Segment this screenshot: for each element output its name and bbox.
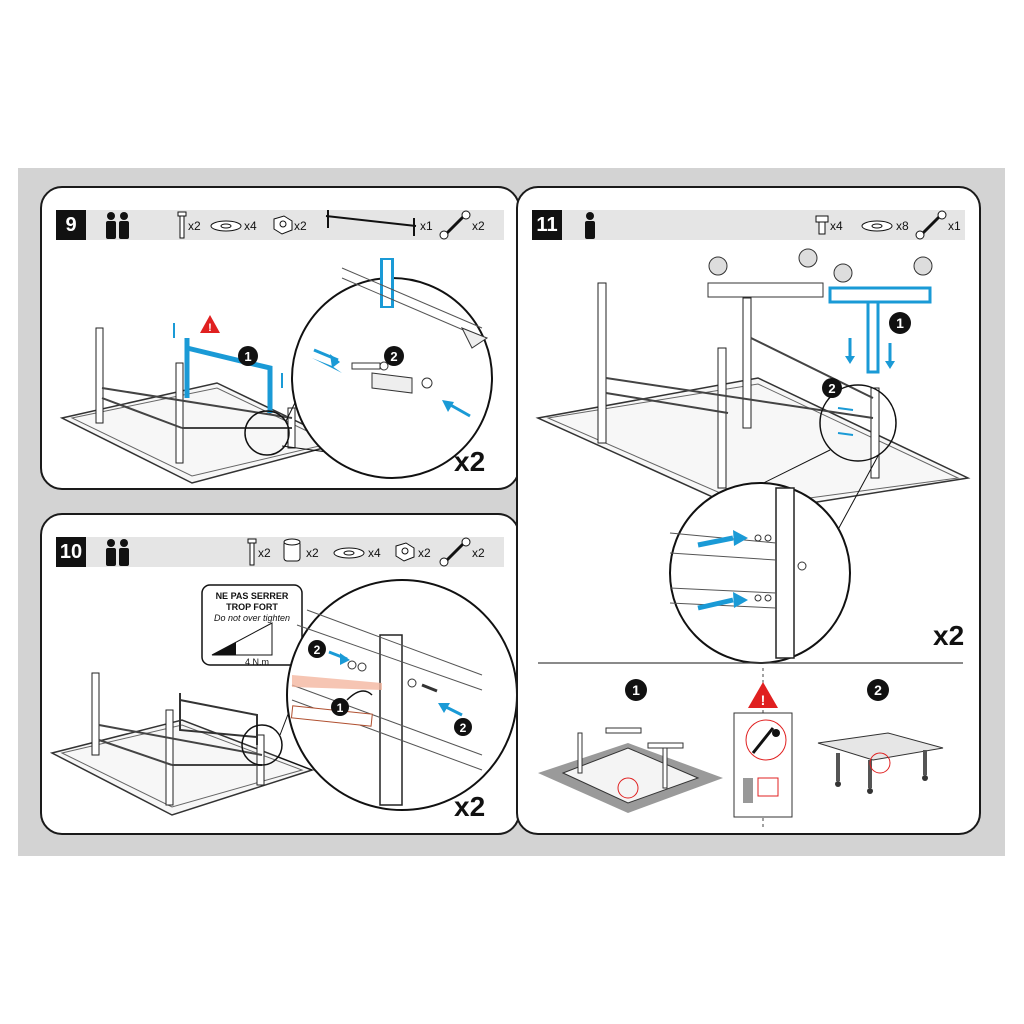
svg-text:2: 2 [874,682,882,698]
step-11-illustration: 1 2 1 [535,248,971,828]
step-11-header: 11 x4 x8 x1 [532,210,965,240]
part-qty: x4 [244,219,257,233]
part-qty: x2 [258,546,271,560]
part-qty: x2 [294,219,307,233]
svg-text:!: ! [761,692,766,708]
step-11-number: 11 [532,210,562,240]
spacer-icon [283,538,301,562]
svg-text:2: 2 [390,349,397,364]
part-qty: x2 [188,219,201,233]
brace-bar-icon [325,210,417,236]
step-11-repeat: x2 [933,620,965,651]
svg-text:2: 2 [828,381,835,396]
step-9-panel: 9 x2 x4 x2 x1 [40,186,520,490]
svg-text:1: 1 [896,315,904,331]
screw-icon [815,215,829,235]
torque-warning-box [201,584,303,666]
nut-icon [273,215,293,235]
part-qty: x1 [420,219,433,233]
part-qty: x2 [306,546,319,560]
torque-line2: TROP FORT [226,602,278,612]
svg-text:2: 2 [460,721,467,735]
svg-text:1: 1 [337,701,344,715]
part-qty: x2 [472,219,485,233]
part-qty: x2 [418,546,431,560]
step-9-number: 9 [56,210,86,240]
wrench-icon [439,537,471,567]
torque-warning-text: NE PAS SERRER TROP FORT Do not over tigh… [202,591,302,624]
washer-icon [333,547,365,559]
callout-1 [238,346,258,366]
part-qty: x4 [368,546,381,560]
bolt-icon [247,538,257,566]
washer-icon [210,220,242,232]
nut-icon [395,542,415,562]
svg-text:1: 1 [632,682,640,698]
step-9-illustration: ! 1 2 [59,258,493,484]
wrench-icon [915,210,947,240]
step-9-repeat: x2 [454,446,486,477]
torque-line3: Do not over tighten [213,613,291,623]
bolt-icon [177,211,187,239]
svg-text:1: 1 [244,349,251,364]
callout-2 [384,346,404,366]
step-10-panel: 10 x2 x2 x4 x2 [40,513,520,835]
step-10-illustration: 2 1 2 [49,579,518,816]
step-10-header: 10 x2 x2 x4 x2 [56,537,504,567]
part-qty: x2 [472,546,485,560]
part-qty: x4 [830,219,843,233]
step-9-header: 9 x2 x4 x2 x1 [56,210,504,240]
wrench-icon [439,210,471,240]
torque-value: 4 N.m [244,657,269,667]
step-10-number: 10 [56,537,86,567]
step-11-panel: 11 x4 x8 x1 [516,186,981,835]
washer-icon [861,220,893,232]
svg-text:!: ! [208,322,212,334]
svg-text:2: 2 [314,643,321,657]
step-10-repeat: x2 [454,791,486,822]
part-qty: x1 [948,219,961,233]
instruction-sheet: 9 x2 x4 x2 x1 [18,168,1005,856]
part-qty: x8 [896,219,909,233]
two-persons-icon [106,539,129,566]
torque-line1: NE PAS SERRER [215,591,289,601]
one-person-icon [585,212,595,239]
two-persons-icon [106,212,129,239]
